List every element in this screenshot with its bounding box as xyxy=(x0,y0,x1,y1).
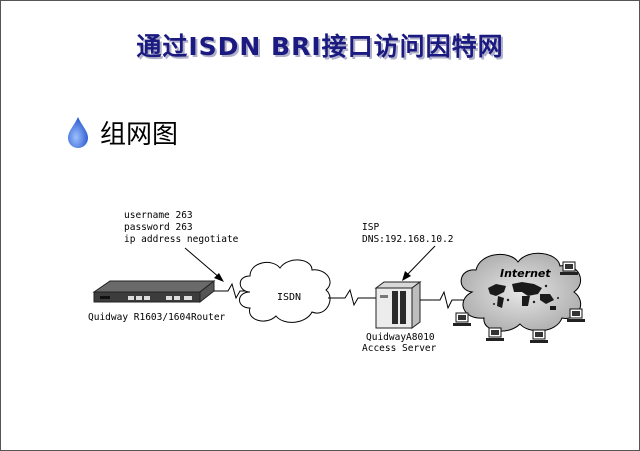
bullet-label: 组网图 xyxy=(100,119,179,150)
router-callout-line: ip address negotiate xyxy=(124,234,239,245)
router-name: Quidway R1603/1604Router xyxy=(88,312,226,323)
isdn-cloud xyxy=(239,259,331,323)
router-device[interactable] xyxy=(92,279,216,304)
server-callout-line: DNS:192.168.10.2 xyxy=(362,234,454,245)
link-isdn-server xyxy=(328,288,376,307)
router-callout: username 263 password 263 ip address neg… xyxy=(124,210,239,245)
server-name: QuidwayA8010 xyxy=(366,332,435,343)
router-callout-line: username 263 xyxy=(124,210,193,221)
internet-host-2 xyxy=(453,312,471,326)
server-callout: ISP DNS:192.168.10.2 xyxy=(362,222,454,245)
link-router-isdn xyxy=(214,282,250,300)
droplet-icon xyxy=(68,117,88,148)
server-subtitle: Access Server xyxy=(362,343,437,354)
router-callout-line: password 263 xyxy=(124,222,193,233)
internet-host-3 xyxy=(486,327,504,341)
link-server-internet xyxy=(420,290,468,310)
internet-host-4 xyxy=(530,329,548,343)
bullet-item: 组网图 xyxy=(66,114,178,150)
router-pointer-arrow xyxy=(184,247,224,282)
isdn-cloud-label: ISDN xyxy=(277,292,301,303)
access-server-device[interactable] xyxy=(374,281,422,329)
server-callout-line: ISP xyxy=(362,222,379,233)
server-pointer-arrow xyxy=(402,245,436,281)
internet-host-1 xyxy=(560,261,578,275)
internet-host-5 xyxy=(567,308,585,322)
internet-cloud-label: Internet xyxy=(500,267,551,280)
internet-cloud xyxy=(460,252,582,332)
world-map-icon xyxy=(488,282,559,310)
slide-title: 通过ISDN BRI接口访问因特网 xyxy=(136,32,504,61)
